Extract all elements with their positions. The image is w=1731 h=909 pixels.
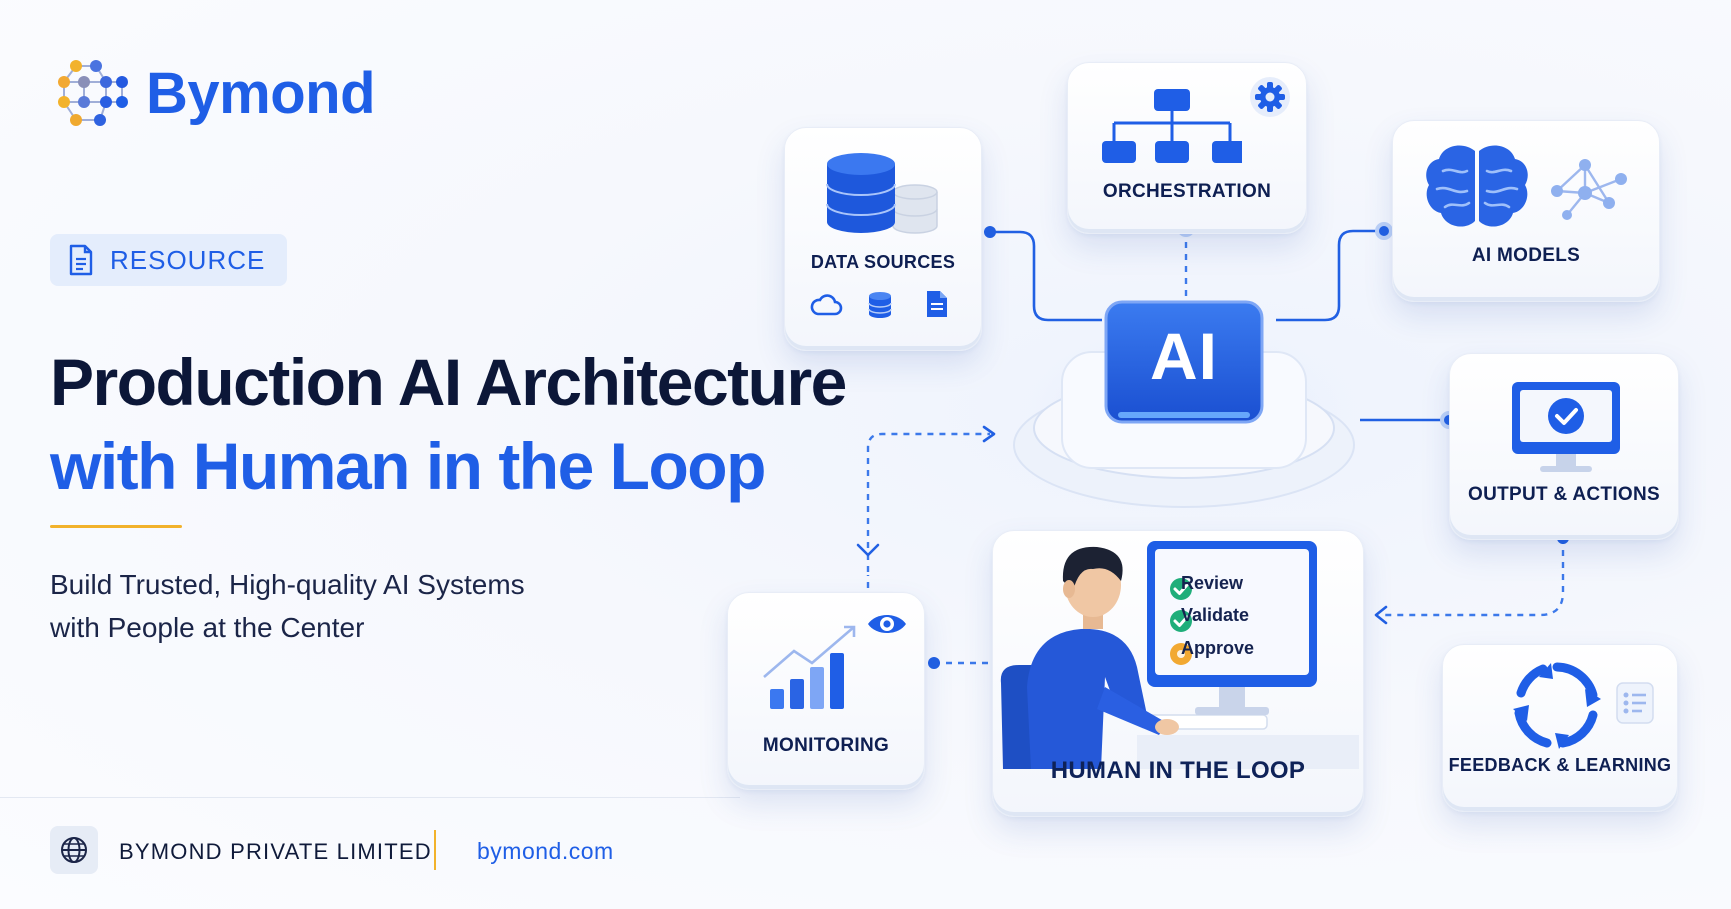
accent-divider bbox=[50, 525, 182, 528]
globe-badge bbox=[50, 826, 98, 874]
website-link[interactable]: bymond.com bbox=[477, 838, 614, 864]
orchestration-label: ORCHESTRATION bbox=[1102, 181, 1272, 202]
footer-divider bbox=[0, 797, 740, 798]
resource-badge: RESOURCE bbox=[50, 234, 288, 286]
list-icon bbox=[1616, 682, 1654, 724]
eye-icon bbox=[868, 615, 906, 633]
database-icon bbox=[826, 153, 938, 234]
bar-chart-icon bbox=[763, 625, 856, 709]
output-actions-label: OUTPUT & ACTIONS bbox=[1468, 484, 1660, 505]
brain-icon bbox=[1426, 145, 1528, 227]
badge-label: RESOURCE bbox=[110, 244, 266, 275]
checklist-item-approve: Approve bbox=[1181, 638, 1255, 658]
brand: Bymond bbox=[50, 52, 376, 134]
cloud-icon bbox=[810, 294, 843, 316]
monitoring-label: MONITORING bbox=[762, 735, 890, 756]
network-hexagon-logo-icon bbox=[58, 60, 128, 126]
data-sources-label: DATA SOURCES bbox=[810, 252, 956, 272]
gear-icon bbox=[1250, 77, 1290, 117]
subtitle-line-2: with People at the Center bbox=[50, 612, 365, 643]
flowchart-icon bbox=[1102, 89, 1242, 163]
company-name: BYMOND PRIVATE LIMITED bbox=[119, 839, 432, 864]
document-icon bbox=[927, 291, 947, 317]
ai-models-card[interactable]: AI MODELS bbox=[1392, 120, 1660, 302]
orchestration-card[interactable]: ORCHESTRATION bbox=[1067, 62, 1307, 234]
feedback-learning-label: FEEDBACK & LEARNING bbox=[1448, 755, 1672, 775]
document-icon bbox=[69, 244, 93, 276]
ai-core-label: AI bbox=[1150, 319, 1218, 393]
subtitle-line-1: Build Trusted, High-quality AI Systems bbox=[50, 569, 525, 600]
output-actions-card[interactable]: OUTPUT & ACTIONS bbox=[1449, 353, 1679, 540]
globe-icon bbox=[61, 837, 87, 863]
feedback-learning-card[interactable]: FEEDBACK & LEARNING bbox=[1442, 644, 1678, 812]
headline-line-1: Production AI Architecture bbox=[50, 345, 847, 419]
data-sources-card[interactable]: DATA SOURCES bbox=[784, 127, 982, 351]
ai-models-label: AI MODELS bbox=[1471, 245, 1581, 266]
cycle-arrows-icon bbox=[1513, 662, 1601, 749]
monitor-check-icon bbox=[1512, 382, 1620, 472]
human-in-the-loop-label: HUMAN IN THE LOOP bbox=[1050, 757, 1306, 784]
checklist-item-validate: Validate bbox=[1181, 605, 1250, 625]
database-small-icon bbox=[868, 292, 892, 318]
footer-separator bbox=[434, 830, 436, 870]
person-at-computer-icon bbox=[1000, 541, 1359, 769]
monitoring-card[interactable]: MONITORING bbox=[727, 592, 925, 790]
brand-name: Bymond bbox=[146, 60, 376, 126]
ai-core-platform bbox=[1008, 300, 1360, 508]
subtitle: Build Trusted, High-quality AI Systems w… bbox=[50, 563, 525, 649]
headline-line-2: with Human in the Loop bbox=[50, 429, 766, 503]
human-in-the-loop-card[interactable]: Review Validate Approve HUMAN IN THE LOO… bbox=[992, 530, 1364, 817]
checklist-item-review: Review bbox=[1181, 573, 1244, 593]
network-graph-icon bbox=[1551, 159, 1627, 220]
